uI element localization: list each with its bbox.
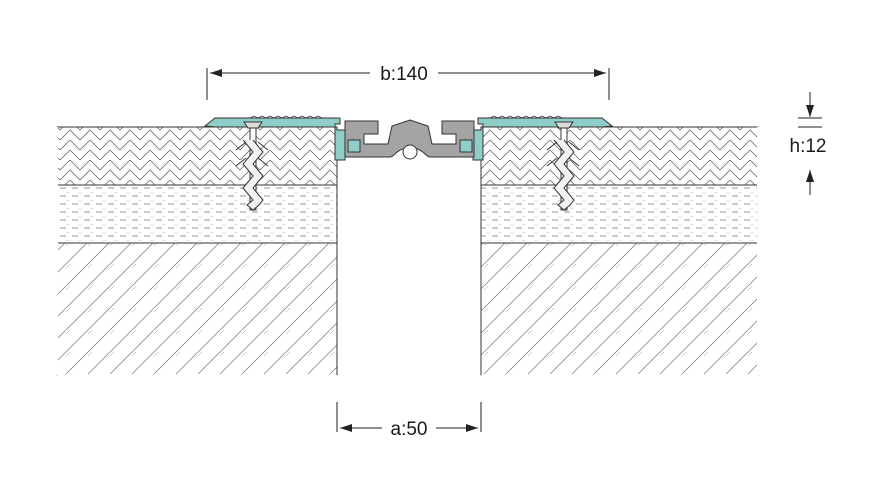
left-screed-layer [56,184,338,244]
dimension-a-label: a:50 [391,419,428,440]
left-concrete-layer [56,242,338,376]
left-tile-layer [56,126,338,186]
right-slab [480,126,759,376]
right-tile-layer [480,126,759,186]
right-screw-icon [554,121,574,129]
right-concrete-layer [480,242,759,376]
expansion-joint-profile [203,115,614,161]
dimension-h: h:12 [790,92,827,195]
left-slab [56,126,338,376]
left-screw-icon [243,121,263,129]
dimension-b-label: b:140 [380,64,428,85]
right-screed-layer [480,184,759,244]
dimension-b: b:140 [206,64,610,100]
left-wall-plug-anchor-icon [235,121,269,211]
center-rubber-insert [344,119,475,158]
right-wall-plug-anchor-icon [546,121,580,211]
left-profile-flange [203,117,346,161]
dimension-h-label: h:12 [790,136,827,157]
dimension-a: a:50 [336,402,482,440]
